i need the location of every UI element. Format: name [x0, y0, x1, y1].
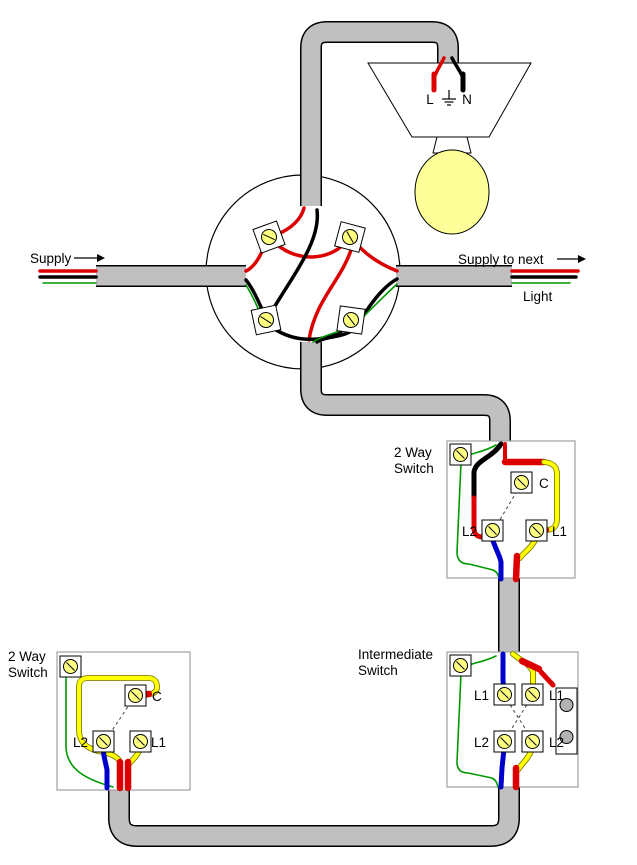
lamp-n-label: N: [462, 92, 472, 107]
im-red-loop-stub: [538, 669, 556, 688]
supply-to-next-label: Supply to next: [458, 252, 544, 267]
light-label: Light: [523, 289, 553, 304]
ls-caption-line2: Switch: [8, 665, 48, 680]
rs-l1-label: L1: [552, 524, 567, 539]
im-l2-right-label: L2: [549, 735, 564, 750]
rs-earth-terminal: [449, 443, 472, 466]
ls-c-label: C: [152, 689, 162, 704]
im-terminal-l1-left: [493, 683, 516, 706]
cable-switch-drop-core: [301, 342, 510, 444]
im-block-screw-top: [559, 698, 574, 712]
im-terminal-l2-left: [493, 730, 516, 753]
rs-yellow-strap: [540, 460, 559, 532]
rs-terminal-l2: [481, 519, 504, 542]
rs-c-label: C: [539, 476, 549, 491]
ls-caption-line1: 2 Way: [8, 649, 46, 664]
rs-caption-line2: Switch: [394, 461, 434, 476]
supply-in-wires: [38, 269, 98, 284]
im-l1-right-label: L1: [549, 688, 564, 703]
ls-l1-label: L1: [151, 735, 166, 750]
rs-switch-blade: [497, 490, 518, 524]
ls-terminal-c: [124, 684, 147, 707]
supply-out-wires: [510, 269, 580, 284]
im-terminal-l1-right: [521, 683, 544, 706]
rs-earth-through: [456, 462, 500, 579]
rs-red-sleeve-bottom: [512, 552, 521, 583]
jb-red-3: [273, 241, 346, 259]
jb-terminal-bottom-left: [250, 304, 282, 336]
ls-l2-label: L2: [73, 735, 88, 750]
im-blue-top: [500, 651, 507, 691]
rs-black-feed: [471, 441, 504, 503]
im-l1-left-label: L1: [474, 688, 489, 703]
rs-l2-label: L2: [462, 524, 477, 539]
two-way-switch-right: C L2 L1: [446, 440, 576, 583]
rs-terminal-l1: [525, 519, 548, 542]
bulb-neck: [432, 136, 472, 154]
rs-terminal-c: [510, 471, 533, 494]
ls-terminal-l2: [92, 730, 115, 753]
ls-switch-blade: [108, 701, 132, 736]
cable-bottom-run-core: [109, 786, 519, 846]
rs-blue-strap: [489, 535, 504, 582]
earth-icon: [442, 90, 456, 106]
im-l2-left-label: L2: [474, 735, 489, 750]
im-caption-line2: Switch: [358, 663, 398, 678]
supply-label: Supply: [30, 251, 72, 266]
rs-caption-line1: 2 Way: [394, 445, 432, 460]
im-earth-terminal: [449, 654, 472, 677]
jb-red-5: [307, 245, 354, 342]
im-red-sleeve-top: [518, 657, 543, 673]
ls-terminal-l1: [129, 730, 152, 753]
lamp-l-label: L: [426, 92, 434, 107]
im-earth-through: [456, 673, 499, 788]
bulb: [414, 149, 490, 235]
cables: [96, 21, 520, 847]
lamp: L N: [367, 56, 532, 235]
supply-to-next-arrow-icon: [557, 255, 586, 263]
supply-arrow-icon: [74, 254, 105, 262]
im-terminal-l2-right: [521, 730, 544, 753]
im-blue-bottom: [498, 746, 507, 790]
im-caption-line1: Intermediate: [358, 647, 433, 662]
jb-terminal-bottom-right: [336, 305, 366, 335]
im-crossover-1: [506, 699, 531, 737]
ls-earth-terminal: [59, 655, 82, 678]
two-way-switch-left: C L2 L1: [56, 651, 191, 792]
jb-black-2: [270, 208, 320, 313]
intermediate-switch: L1 L1 L2 L2: [446, 651, 579, 791]
lampholder-body: [367, 62, 532, 138]
im-crossover-2: [506, 699, 531, 737]
im-block-screw-bottom: [559, 730, 574, 744]
cable-to-lamp-core: [301, 22, 458, 206]
